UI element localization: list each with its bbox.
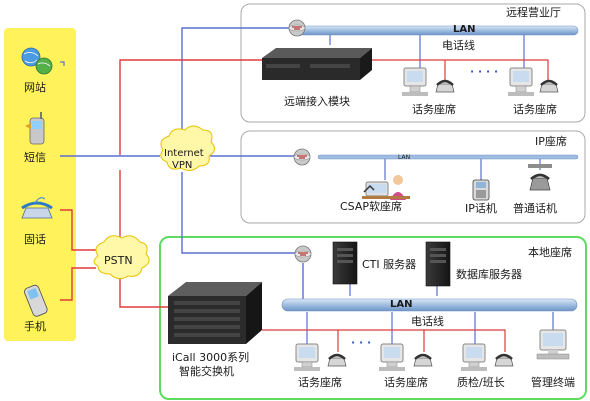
landline-label: 固话 xyxy=(24,233,46,246)
database-server-icon xyxy=(425,241,451,287)
normal-phone-icon xyxy=(528,164,552,191)
workstation-icon xyxy=(461,343,487,371)
local-lan-bar xyxy=(281,298,578,312)
remote-lan-label: LAN xyxy=(453,24,476,35)
sms-label: 短信 xyxy=(24,151,46,164)
csap-label: CSAP软座席 xyxy=(340,200,403,213)
local-lan-label: LAN xyxy=(390,299,413,310)
pstn-cloud-icon xyxy=(93,235,150,280)
switch-label-line2: 智能交换机 xyxy=(179,365,234,378)
remote-seat-label-1: 话务座席 xyxy=(412,103,456,116)
local-phone-line-label: 电话线 xyxy=(411,315,444,328)
smart-switch-icon xyxy=(168,282,262,344)
ip-lan-bar xyxy=(317,154,579,160)
remote-office-title: 远程营业厅 xyxy=(506,6,561,19)
remote-seat-label-2: 话务座席 xyxy=(513,103,557,116)
remote-module-label: 远端接入模块 xyxy=(284,95,350,108)
sms-phone-icon xyxy=(25,112,45,145)
vpn-label: VPN xyxy=(172,160,193,171)
ip-lan-label: LAN xyxy=(398,154,411,161)
database-server-label: 数据库服务器 xyxy=(456,268,522,281)
workstation-icon xyxy=(402,67,428,96)
ip-phone-icon xyxy=(472,179,490,201)
management-terminal-label: 管理终端 xyxy=(531,376,575,389)
ip-seat-box xyxy=(240,130,586,224)
remote-ellipsis: · · · · xyxy=(470,65,499,78)
landline-phone-icon xyxy=(21,197,53,219)
management-terminal-icon xyxy=(536,329,570,360)
remote-access-module-icon xyxy=(262,48,372,80)
website-label: 网站 xyxy=(24,81,46,94)
workstation-icon xyxy=(294,343,320,371)
desk-phone-icon xyxy=(435,79,455,93)
remote-lan-bar xyxy=(295,25,579,36)
ip-phone-label: IP话机 xyxy=(465,202,497,215)
internet-vpn-cloud-icon xyxy=(160,125,215,172)
desk-phone-icon xyxy=(539,79,559,93)
ip-seat-title: IP座席 xyxy=(535,135,567,148)
local-seat-label-2: 话务座席 xyxy=(384,376,428,389)
workstation-icon xyxy=(379,343,405,371)
normal-phone-label: 普通话机 xyxy=(513,202,557,215)
workstation-icon xyxy=(508,67,534,96)
local-ellipsis: · · · xyxy=(351,336,372,349)
desk-phone-icon xyxy=(494,353,514,367)
mobile-phone-icon xyxy=(24,284,48,317)
connection-lines xyxy=(60,27,554,352)
website-globe-icon xyxy=(21,47,53,75)
pstn-label: PSTN xyxy=(104,254,133,267)
remote-phone-line-label: 电话线 xyxy=(442,39,475,52)
switch-label-line1: iCall 3000系列 xyxy=(172,351,250,364)
mobile-label: 手机 xyxy=(24,320,46,333)
cti-server-label: CTI 服务器 xyxy=(362,258,417,271)
channels-panel xyxy=(4,28,76,341)
desk-phone-icon xyxy=(413,353,433,367)
router-icon xyxy=(288,19,306,37)
internet-label: Internet xyxy=(164,148,204,159)
local-seat-title: 本地座席 xyxy=(528,246,572,259)
desk-phone-icon xyxy=(327,353,347,367)
cti-server-icon xyxy=(332,241,358,285)
local-seat-label-1: 话务座席 xyxy=(298,376,342,389)
router-icon xyxy=(294,245,312,263)
router-icon xyxy=(293,148,311,166)
soft-seat-agent-icon xyxy=(362,175,410,200)
qc-label: 质检/班长 xyxy=(457,376,505,389)
